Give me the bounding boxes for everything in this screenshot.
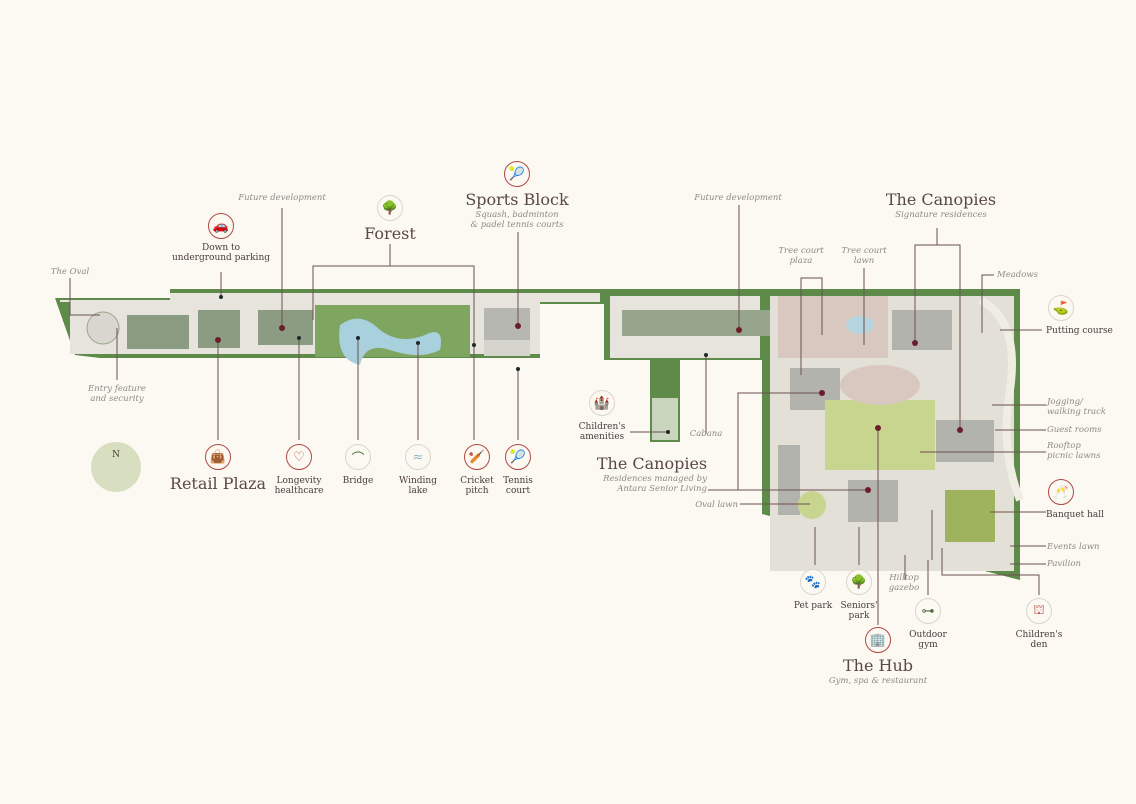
- tennis-icon: 🎾: [504, 161, 530, 187]
- label-tennis-court: Tennis court: [503, 476, 533, 496]
- subtitle-canopies-antara: Residences managed by Antara Senior Livi…: [603, 474, 707, 494]
- glasses-icon: 🥂: [1048, 479, 1074, 505]
- label-winding-lake: Winding lake: [399, 476, 437, 496]
- label-future-development-1: Future development: [238, 193, 326, 203]
- label-future-development-2: Future development: [694, 193, 782, 203]
- canopies-building: [892, 310, 952, 350]
- label-events-lawn: Events lawn: [1047, 542, 1100, 552]
- label-pavilion: Pavilion: [1047, 559, 1081, 569]
- label-pet-park: Pet park: [793, 601, 833, 611]
- winding-lake: [339, 318, 441, 365]
- label-meadows: Meadows: [997, 270, 1038, 280]
- heart-stethoscope-icon: ♡: [286, 444, 312, 470]
- golf-icon: ⛳: [1048, 295, 1074, 321]
- label-banquet-hall: Banquet hall: [1046, 510, 1105, 520]
- tree-bench-icon: 🌳: [846, 569, 872, 595]
- castle-icon: 🏰: [589, 390, 615, 416]
- heading-retail-plaza: Retail Plaza: [169, 474, 267, 493]
- cricket-bat-icon: 🏏: [464, 444, 490, 470]
- future-development-building: [622, 310, 790, 336]
- heading-sports-block: Sports Block: [465, 190, 569, 209]
- slide-icon: ⛫: [1026, 598, 1052, 624]
- lake-icon: ≈: [405, 444, 431, 470]
- label-underground-parking: Down to underground parking: [172, 243, 270, 263]
- label-putting-course: Putting course: [1046, 326, 1113, 336]
- car-icon: 🚗: [208, 213, 234, 239]
- paw-icon: 🐾: [800, 569, 826, 595]
- hub-building-icon: 🏢: [865, 627, 891, 653]
- subtitle-sports-block: Squash, badminton & padel tennis courts: [470, 210, 564, 230]
- label-hilltop-gazebo: Hilltop gazebo: [888, 573, 920, 593]
- tennis-racket-icon: 🎾: [505, 444, 531, 470]
- dumbbell-icon: ⊶: [915, 598, 941, 624]
- label-oval-lawn: Oval lawn: [695, 500, 738, 510]
- label-rooftop-picnic-lawns: Rooftop picnic lawns: [1047, 441, 1101, 461]
- north-label: N: [112, 450, 120, 460]
- north-compass: N: [91, 442, 141, 492]
- hub-building: [848, 480, 898, 522]
- label-longevity-healthcare: Longevity healthcare: [274, 476, 324, 496]
- label-cricket-pitch: Cricket pitch: [460, 476, 494, 496]
- oval-lawn-structure: [778, 445, 800, 515]
- subtitle-canopies-signature: Signature residences: [895, 210, 987, 220]
- label-childrens-amenities: Children's amenities: [578, 422, 626, 442]
- sports-block-building: [484, 308, 530, 340]
- label-the-oval: The Oval: [50, 267, 90, 277]
- building: [127, 315, 189, 349]
- label-tree-court-plaza: Tree court plaza: [778, 246, 824, 266]
- heading-forest: Forest: [364, 224, 416, 243]
- forest-icon: 🌳: [377, 195, 403, 221]
- label-cabana: Cabana: [689, 429, 723, 439]
- bridge-icon: ⌒: [345, 444, 371, 470]
- guest-rooms-building: [936, 420, 994, 462]
- label-jogging-track: Jogging/ walking track: [1047, 397, 1107, 417]
- label-seniors-park: Seniors' park: [840, 601, 878, 621]
- rooftop-lawns: [825, 400, 935, 470]
- subtitle-the-hub: Gym, spa & restaurant: [828, 676, 928, 686]
- heading-canopies-signature: The Canopies: [885, 190, 997, 209]
- longevity-building: [258, 310, 313, 345]
- location-dots: [215, 295, 963, 493]
- label-entry-feature: Entry feature and security: [88, 384, 146, 404]
- banquet-hall: [945, 490, 995, 542]
- label-childrens-den: Children's den: [1015, 630, 1063, 650]
- heading-canopies-antara: The Canopies: [596, 454, 708, 473]
- jogging-track: [978, 296, 1024, 502]
- label-guest-rooms: Guest rooms: [1047, 425, 1102, 435]
- label-tree-court-lawn: Tree court lawn: [841, 246, 887, 266]
- shopping-bag-icon: 👜: [205, 444, 231, 470]
- heading-the-hub: The Hub: [842, 656, 914, 675]
- leader-lines: [69, 205, 1046, 625]
- label-outdoor-gym: Outdoor gym: [909, 630, 947, 650]
- label-bridge: Bridge: [342, 476, 374, 486]
